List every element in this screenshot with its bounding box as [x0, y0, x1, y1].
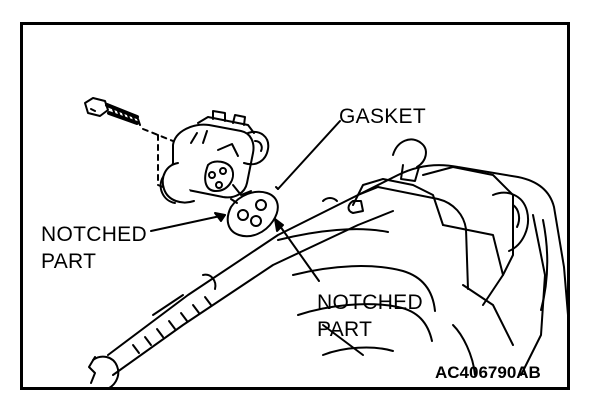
notched-part-label-right-line2: PART: [317, 318, 373, 341]
diagram-frame: GASKET NOTCHED PART NOTCHED PART AC40679…: [20, 22, 570, 390]
bolt: [84, 97, 174, 190]
figure-code: AC406790AB: [435, 363, 541, 382]
gasket: [226, 190, 279, 238]
notched-part-label-right-line1: NOTCHED: [317, 291, 423, 314]
notched-part-label-left-line1: NOTCHED: [41, 223, 147, 246]
intake-manifold: [88, 138, 567, 387]
notched-part-label-left-line2: PART: [41, 250, 97, 273]
gasket-label: GASKET: [339, 105, 426, 128]
egr-valve-installation-drawing: [84, 97, 567, 387]
notched-part-label-left: NOTCHED PART: [41, 221, 147, 275]
notched-part-label-right: NOTCHED PART: [317, 289, 423, 343]
egr-valve: [159, 110, 270, 204]
